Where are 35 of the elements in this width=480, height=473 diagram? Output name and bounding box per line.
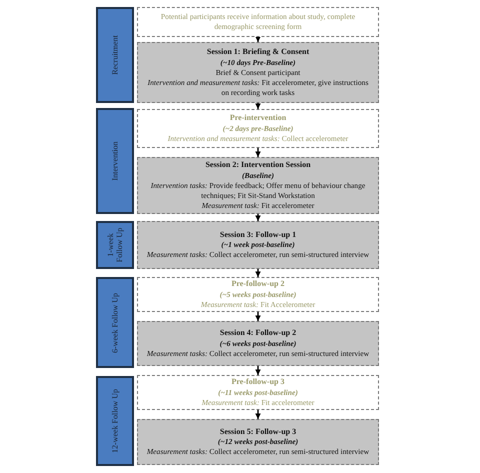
step-box xyxy=(137,277,379,312)
session-title: Pre-follow-up 2 xyxy=(232,279,284,290)
phase-label: Intervention xyxy=(110,140,120,183)
session-box xyxy=(137,42,379,103)
session-title: Session 1: Briefing & Consent xyxy=(206,47,310,58)
arrow xyxy=(255,214,261,221)
arrow xyxy=(255,36,261,42)
session-box xyxy=(137,157,379,214)
step-box xyxy=(137,375,379,410)
session-box xyxy=(137,419,379,465)
phase-bar xyxy=(96,7,134,103)
session-box xyxy=(137,221,379,269)
step-box xyxy=(137,7,379,37)
phase-bar xyxy=(96,277,134,368)
session-title: Pre-intervention xyxy=(230,113,286,124)
session-title: Session 2: Intervention Session xyxy=(205,160,311,171)
session-title: Session 3: Follow-up 1 xyxy=(220,230,296,240)
phase-bar xyxy=(96,108,134,214)
phase-label: 12-week Follow Up xyxy=(110,388,120,455)
session-title: Session 4: Follow-up 2 xyxy=(220,328,296,339)
phase-bar xyxy=(96,376,134,466)
session-title: Session 5: Follow-up 3 xyxy=(220,426,296,438)
step-box xyxy=(137,109,379,148)
arrow xyxy=(255,148,261,157)
session-box xyxy=(137,321,379,366)
arrow xyxy=(255,103,261,109)
phase-label: Recruitment xyxy=(110,34,120,77)
arrow xyxy=(255,410,261,419)
arrow xyxy=(255,269,261,277)
phase-label: 6-week Follow Up xyxy=(110,292,120,355)
phase-label: 1-week Follow Up xyxy=(106,226,124,264)
arrow xyxy=(255,312,261,321)
phase-bar xyxy=(96,221,134,269)
session-title: Pre-follow-up 3 xyxy=(232,377,284,388)
arrow xyxy=(255,366,261,375)
